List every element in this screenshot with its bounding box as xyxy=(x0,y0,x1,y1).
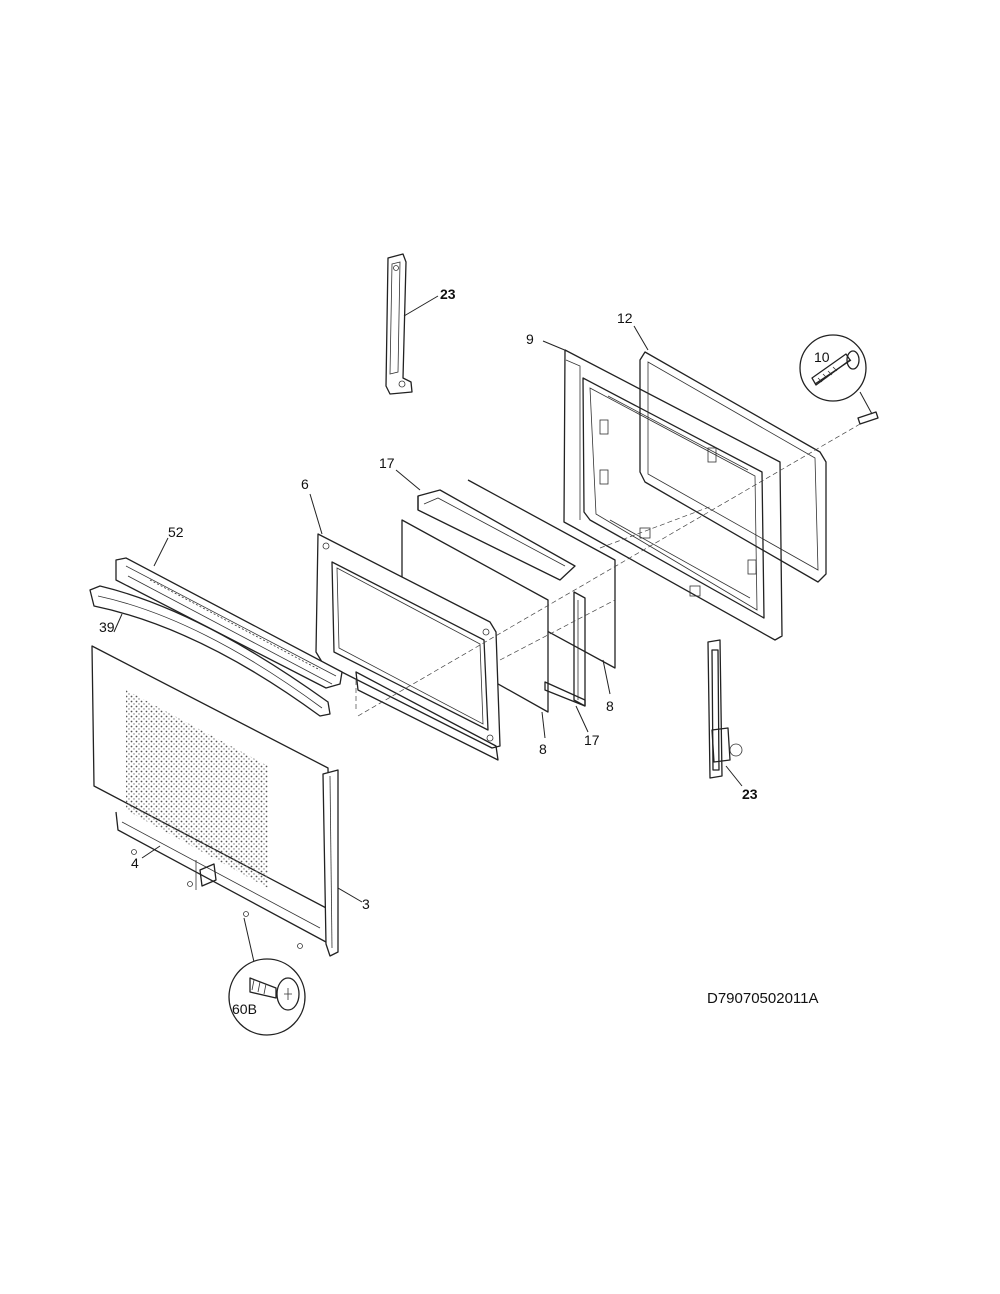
label-52: 52 xyxy=(168,524,184,540)
door-handle xyxy=(89,585,331,717)
door-liner xyxy=(542,340,783,641)
top-trim xyxy=(115,537,343,689)
door-gasket xyxy=(633,325,827,583)
hinge-top xyxy=(385,253,439,395)
label-23-top: 23 xyxy=(440,286,456,302)
glass-retainer-upper xyxy=(395,469,576,581)
screw-10-detail xyxy=(799,334,879,425)
label-17-lower: 17 xyxy=(584,732,600,748)
label-6: 6 xyxy=(301,476,309,492)
label-8-right: 8 xyxy=(606,698,614,714)
side-trim xyxy=(322,769,363,957)
hinge-bottom xyxy=(707,639,743,787)
label-3: 3 xyxy=(362,896,370,912)
document-id: D79070502011A xyxy=(707,990,819,1007)
label-39: 39 xyxy=(99,619,115,635)
screw-60b-detail xyxy=(228,917,306,1036)
label-4: 4 xyxy=(131,855,139,871)
label-12: 12 xyxy=(617,310,633,326)
label-60b: 60B xyxy=(232,1001,257,1017)
label-9: 9 xyxy=(526,331,534,347)
glass-retainer-lower xyxy=(544,591,589,733)
label-10: 10 xyxy=(814,349,830,365)
label-17-upper: 17 xyxy=(379,455,395,471)
label-23-bottom: 23 xyxy=(742,786,758,802)
inner-door-frame xyxy=(309,493,501,761)
label-8-left: 8 xyxy=(539,741,547,757)
